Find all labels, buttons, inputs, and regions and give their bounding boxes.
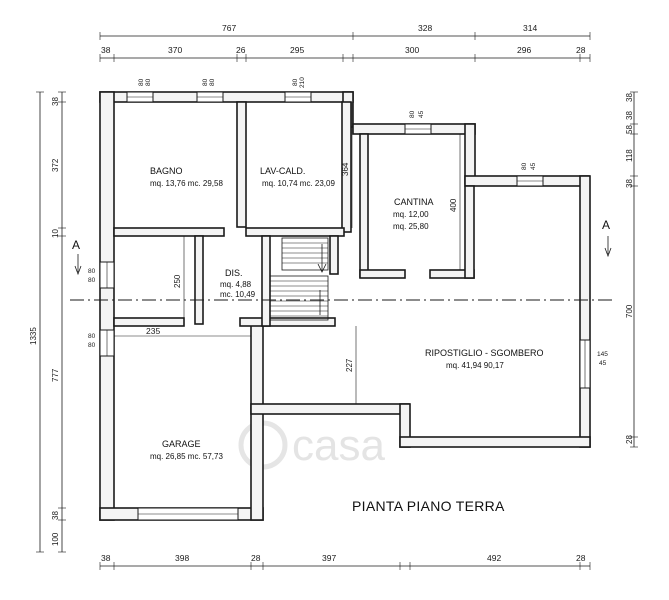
dim-label: 767 — [222, 23, 236, 33]
room-lav-cald: LAV-CALD. mq. 10,74 mc. 23,09 — [260, 166, 335, 188]
room-area-1: mq. 4,88 — [220, 280, 252, 289]
dim-label: 250 — [173, 274, 182, 288]
dim-label: 38 — [625, 111, 634, 120]
dim-label: 296 — [517, 45, 531, 55]
dim-label: 10 — [51, 229, 60, 238]
section-line: A A — [70, 218, 612, 301]
dim-label: 777 — [51, 368, 60, 382]
dim-label: 38 — [101, 553, 111, 563]
dim-label: 295 — [290, 45, 304, 55]
plan-title: PIANTA PIANO TERRA — [352, 498, 505, 514]
dim-label: 45 — [530, 162, 537, 170]
dim-label: 80 — [145, 78, 152, 86]
dim-label: 80 — [88, 333, 96, 340]
dim-label: 45 — [599, 360, 607, 367]
dim-label: 80 — [292, 78, 299, 86]
dimension-right: 38 118 38 700 28 38 58 — [625, 91, 638, 448]
dim-label: 300 — [405, 45, 419, 55]
room-name: BAGNO — [150, 166, 183, 176]
room-area: mq. 10,74 mc. 23,09 — [262, 179, 335, 188]
dim-label: 400 — [449, 198, 458, 212]
dim-label: 38 — [101, 45, 111, 55]
dim-label: 118 — [625, 149, 634, 162]
dim-label: 1335 — [29, 327, 38, 345]
left-wall-marks: 80 80 80 80 — [88, 268, 96, 349]
room-area: mq. 13,76 mc. 29,58 — [150, 179, 223, 188]
staircase — [269, 237, 329, 321]
room-area-1: mq. 12,00 — [393, 210, 429, 219]
dim-label: 38 — [51, 97, 60, 106]
dim-label: 398 — [175, 553, 189, 563]
dim-label: 80 — [521, 162, 528, 170]
dim-label: 28 — [625, 435, 634, 444]
dim-label: 58 — [625, 125, 634, 134]
dim-label: 80 — [88, 342, 96, 349]
dim-label: 370 — [168, 45, 182, 55]
room-area-2: mq. 25,80 — [393, 222, 429, 231]
right-window-marks: 145 45 — [597, 351, 608, 367]
dim-label: 314 — [523, 23, 537, 33]
dim-label: 28 — [251, 553, 261, 563]
room-area: mq. 41,94 90,17 — [446, 361, 504, 370]
dim-label: 80 — [88, 277, 96, 284]
dim-label: 700 — [625, 304, 634, 318]
dim-label: 372 — [51, 158, 60, 172]
dimension-top-overall: 767 328 314 — [99, 23, 591, 40]
windows — [99, 91, 591, 521]
dim-label: 80 — [409, 110, 416, 118]
dimension-bottom: 38 398 28 397 492 28 — [99, 553, 591, 570]
room-name: LAV-CALD. — [260, 166, 305, 176]
dim-label: 80 — [202, 78, 209, 86]
dim-label: 28 — [576, 45, 586, 55]
dim-label: 397 — [322, 553, 336, 563]
room-name: RIPOSTIGLIO - SGOMBERO — [425, 348, 544, 358]
room-bagno: BAGNO mq. 13,76 mc. 29,58 — [150, 166, 223, 188]
dim-label: 210 — [299, 77, 306, 88]
dim-label: 364 — [341, 162, 350, 176]
dim-label: 328 — [418, 23, 432, 33]
dim-label: 235 — [146, 326, 160, 336]
window-marks-top: 80 80 80 80 80 210 80 45 80 45 — [138, 77, 537, 170]
dimension-top-detail: 38 370 26 295 300 296 28 — [99, 45, 591, 62]
room-name: GARAGE — [162, 439, 201, 449]
dim-label: 492 — [487, 553, 501, 563]
dim-label: 45 — [418, 110, 425, 118]
dim-label: 227 — [345, 358, 354, 372]
room-dis: DIS. mq. 4,88 mc. 10,49 — [220, 268, 256, 299]
interior-dimensions: 364 400 250 235 227 — [114, 102, 461, 404]
room-area: mq. 26,85 mc. 57,73 — [150, 452, 223, 461]
room-area-2: mc. 10,49 — [220, 290, 256, 299]
room-name: CANTINA — [394, 197, 434, 207]
section-label-left: A — [72, 238, 80, 252]
dim-label: 28 — [576, 553, 586, 563]
watermark-text: casa — [292, 421, 385, 470]
dim-label: 80 — [209, 78, 216, 86]
dim-label: 26 — [236, 45, 246, 55]
dim-label: 38 — [51, 511, 60, 520]
section-label-right: A — [602, 218, 610, 232]
dim-label: 145 — [597, 351, 608, 358]
room-name: DIS. — [225, 268, 243, 278]
dim-label: 38 — [625, 93, 634, 102]
dim-label: 38 — [625, 179, 634, 188]
dimension-left: 1335 38 372 10 777 38 100 — [29, 91, 66, 553]
room-cantina: CANTINA mq. 12,00 mq. 25,80 — [393, 197, 434, 231]
room-garage: GARAGE mq. 26,85 mc. 57,73 — [150, 439, 223, 461]
dim-label: 80 — [138, 78, 145, 86]
dim-label: 80 — [88, 268, 96, 275]
dim-label: 100 — [51, 532, 60, 546]
room-ripostiglio: RIPOSTIGLIO - SGOMBERO mq. 41,94 90,17 — [425, 348, 544, 370]
